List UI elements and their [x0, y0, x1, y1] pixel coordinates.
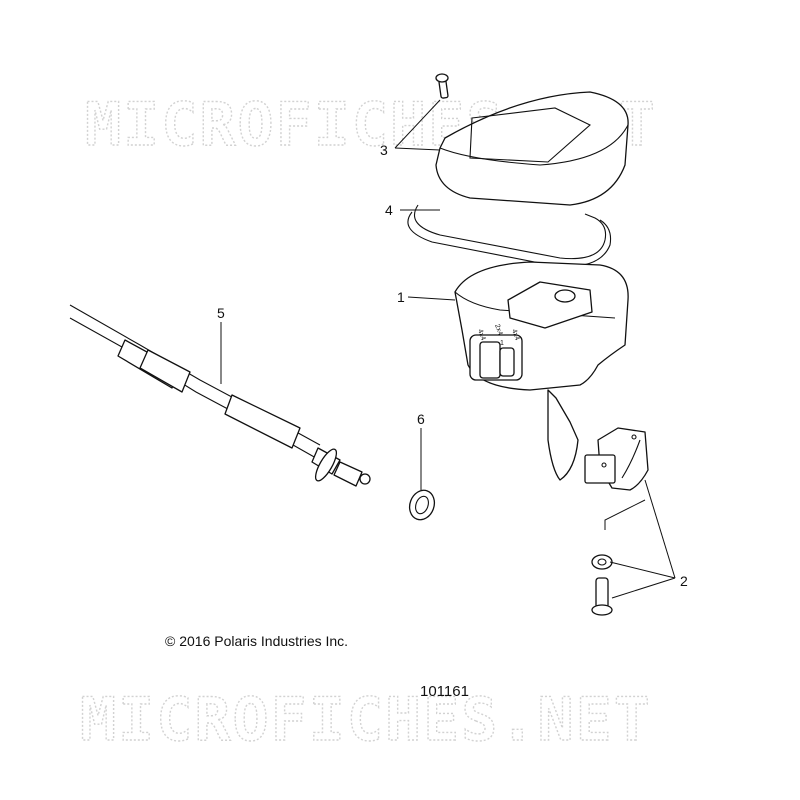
screw-top-part — [435, 73, 449, 99]
o-ring-part — [408, 489, 436, 521]
callout-1: 1 — [397, 289, 405, 305]
switch-label-b: 2x4 — [493, 323, 503, 336]
callout-4: 4 — [385, 202, 393, 218]
cover-part — [435, 91, 629, 206]
callout-6: 6 — [417, 411, 425, 427]
leader-lines — [220, 99, 676, 599]
clamp-part — [584, 427, 649, 491]
watermark-bottom: MICROFICHES.NET — [80, 685, 652, 755]
drawing-number: 101161 — [420, 683, 469, 700]
switch-housing-part: 4x4 2x4 4x4 1 — [454, 261, 629, 481]
switch-label-d: 1 — [500, 340, 504, 347]
copyright-text: © 2016 Polaris Industries Inc. — [165, 633, 348, 649]
callout-3: 3 — [380, 142, 388, 158]
callout-5: 5 — [217, 305, 225, 321]
cable-part — [69, 304, 371, 487]
switch-label-c: 4x4 — [510, 328, 520, 341]
gasket-part — [407, 204, 612, 268]
bolt-part — [591, 577, 613, 616]
switch-label-a: 4x4 — [476, 328, 486, 341]
lock-washer-part — [591, 554, 613, 570]
callout-2: 2 — [680, 573, 688, 589]
